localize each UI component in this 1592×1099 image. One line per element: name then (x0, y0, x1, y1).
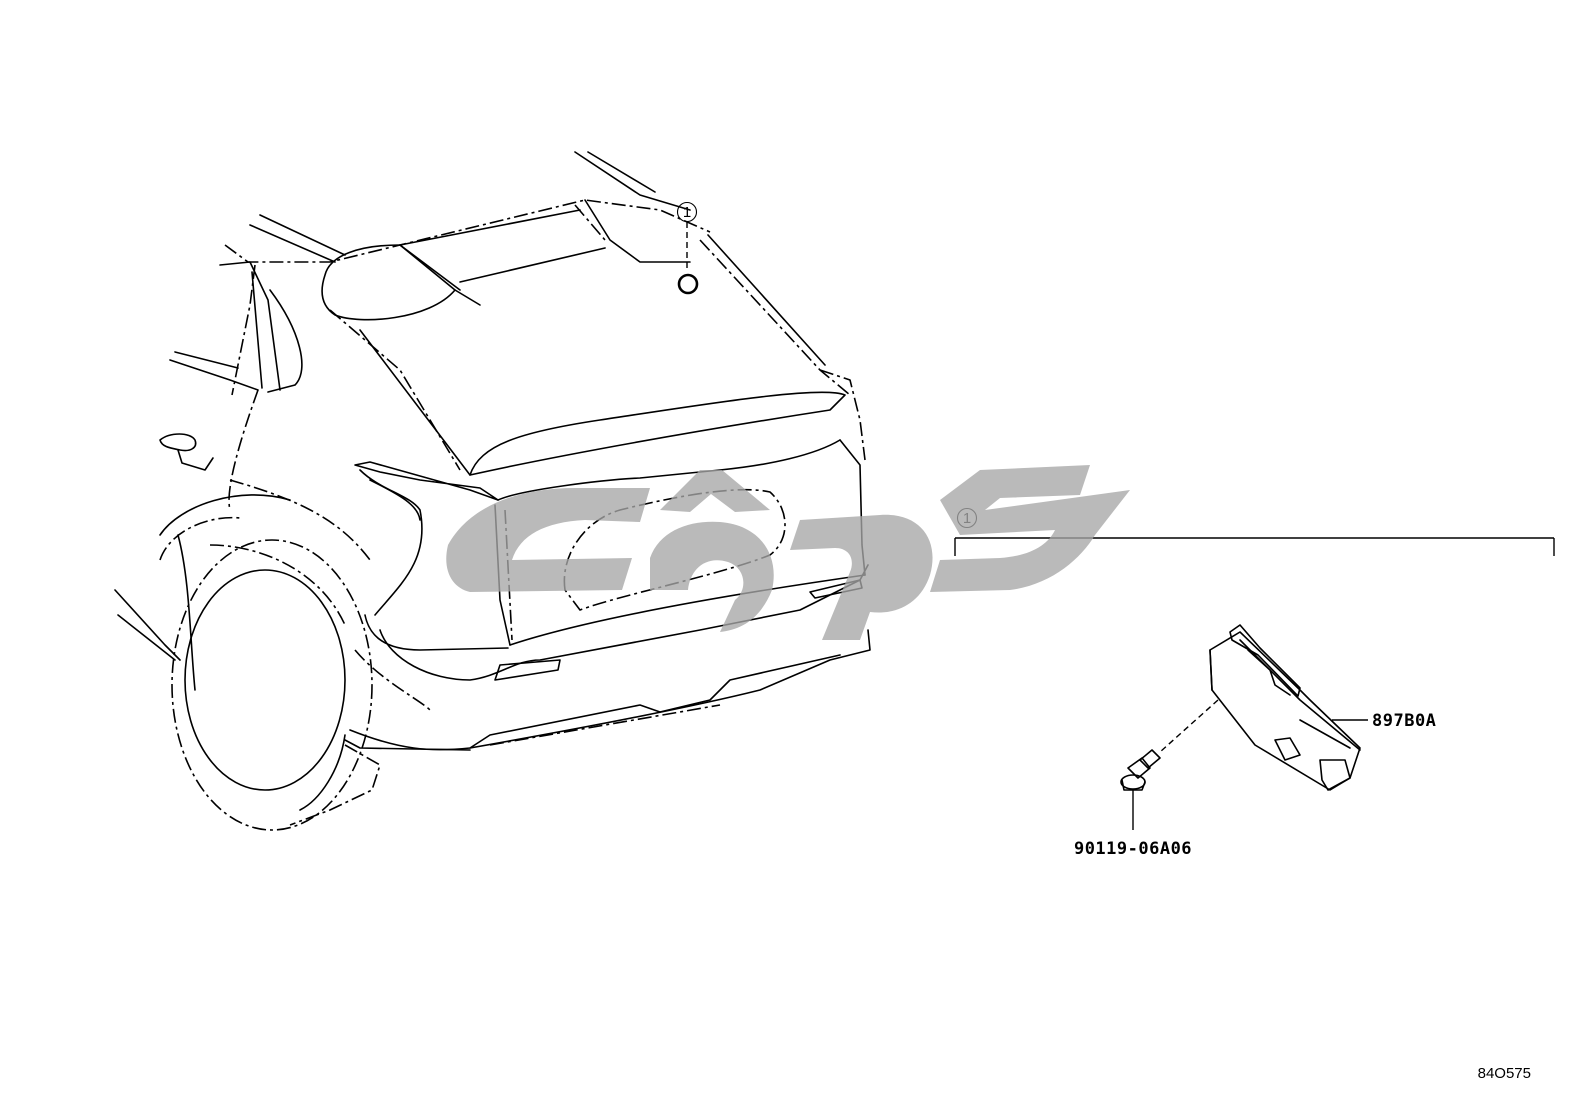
bolt-90119-06a06-leader: 90119-06A06 (1074, 790, 1192, 859)
watermark-logo (446, 465, 1130, 640)
bolt-90119-06a06-drawing (1120, 699, 1219, 791)
module-897b0a-drawing (1209, 624, 1361, 791)
module-897b0a-leader: 897B0A (1332, 711, 1436, 731)
part-number-897b0a: 897B0A (1372, 711, 1436, 731)
callout-1-top-number: 1 (683, 204, 691, 221)
callout-1-top: 1 (676, 201, 699, 295)
figure-code: 84O575 (1478, 1065, 1531, 1082)
vehicle-outline (114, 151, 871, 831)
sensor-location-marker (677, 273, 699, 295)
part-number-90119-06a06: 90119-06A06 (1074, 839, 1192, 859)
